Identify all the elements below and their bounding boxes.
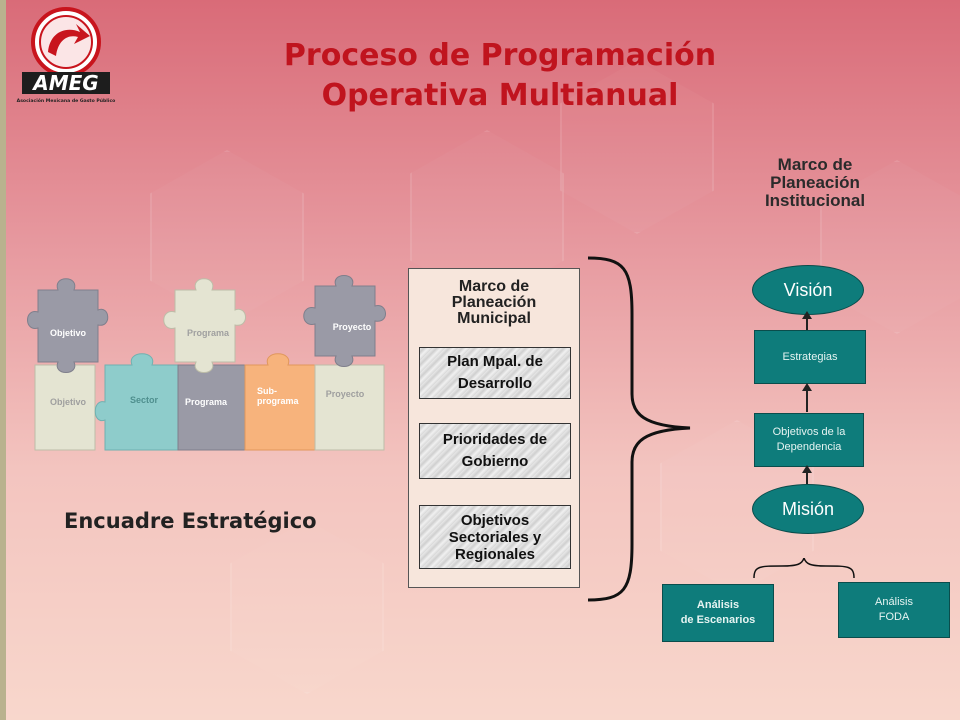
prioridades-box: Prioridades de Gobierno [419,423,571,479]
institucional-heading: Marco de Planeación Institucional [730,156,900,210]
mision-node: Misión [752,484,864,534]
municipal-heading: Marco de Planeación Municipal [409,279,579,327]
puzzle-label: Objetivo [50,328,87,338]
estrategias-label: Estrategias [782,350,838,363]
box-line: Dependencia [776,441,842,453]
heading-line: Planeación [451,294,537,311]
box-line: Análisis [875,596,913,608]
svg-text:Asociación Mexicana de Gasto P: Asociación Mexicana de Gasto Público [17,97,116,104]
box-line: Gobierno [461,453,529,470]
box-line: Sectoriales y [448,528,542,546]
bg-hexagon [560,60,714,234]
title-line-1: Proceso de Programación [283,38,717,73]
box-line: Prioridades de [442,431,548,448]
arrow-up [802,465,812,484]
puzzle-piece-objetivo-top [27,278,109,373]
puzzle-piece-proyecto-bottom [314,364,385,451]
plan-mpal-box: Plan Mpal. de Desarrollo [419,347,571,399]
side-strip [0,0,6,720]
title-line-2: Operativa Multianual [321,78,679,113]
mision-label: Misión [781,498,834,519]
vision-label: Visión [783,279,833,300]
heading-line: Marco de [777,155,853,174]
puzzle-label: Proyecto [333,322,372,332]
box-line: Desarrollo [457,375,533,392]
puzzle-graphic: Objetivo Programa Proyecto Objetivo Sect… [27,275,386,451]
puzzle-piece-programa-top [163,278,246,373]
puzzle-label: Programa [185,397,228,407]
heading-line: Marco de [458,278,530,295]
box-line: de Escenarios [680,614,756,626]
estrategias-box: Estrategias [754,330,866,384]
heading-line: Institucional [764,191,866,210]
puzzle-label: Programa [187,328,230,338]
box-line: Objetivos de la [772,426,846,438]
ameg-logo: AMEG Asociación Mexicana de Gasto Públic… [17,7,116,104]
heading-line: Planeación [770,173,860,192]
bg-hexagon [230,520,384,694]
puzzle-piece-programa-bottom [177,364,246,451]
puzzle-label: Sector [130,395,159,405]
arrow-up [802,383,812,412]
vision-node: Visión [752,265,864,315]
puzzle-label: programa [257,396,300,406]
box-line: Análisis [696,599,740,611]
box-line: Plan Mpal. de [447,353,543,370]
curly-brace [587,256,691,602]
puzzle-label: Sub- [257,386,277,396]
svg-text:AMEG: AMEG [31,71,98,95]
objetivos-dependencia-box: Objetivos de la Dependencia [754,413,864,467]
page-title: Proceso de Programación Operativa Multia… [240,36,760,116]
puzzle-label: Objetivo [50,397,87,407]
analisis-escenarios-box: Análisis de Escenarios [662,584,774,642]
puzzle-piece-proyecto-top [303,275,386,367]
arrow-up [802,311,812,330]
puzzle-piece-objetivo-bottom [34,364,96,451]
box-line: Objetivos [460,511,530,529]
small-curly-brace [753,558,855,579]
heading-line: Municipal [457,310,531,327]
encuadre-label: Encuadre Estratégico [64,509,317,533]
box-line: FODA [878,611,910,623]
objetivos-sectoriales-box: Objetivos Sectoriales y Regionales [419,505,571,569]
analisis-foda-box: Análisis FODA [838,582,950,638]
municipal-frame: Marco de Planeación Municipal Plan Mpal.… [408,268,580,588]
puzzle-label: Proyecto [326,389,365,399]
box-line: Regionales [454,545,536,563]
